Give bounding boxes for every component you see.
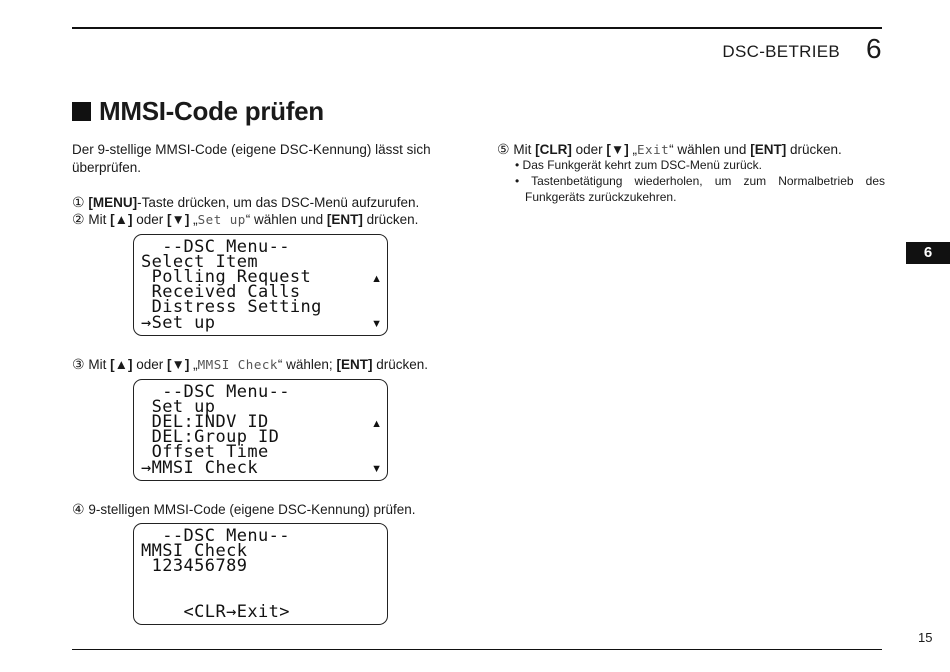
bottom-rule <box>72 649 882 650</box>
step-4: ④ 9-stelligen MMSI-Code (eigene DSC-Kenn… <box>72 500 472 519</box>
screen-2-line: Set up <box>141 397 216 417</box>
down-key: [▼] <box>167 212 190 227</box>
ent-key: [ENT] <box>750 142 787 157</box>
step-5-end: drücken. <box>789 142 842 157</box>
step-2-end: drücken. <box>366 212 419 227</box>
step-3-or: oder <box>136 357 164 372</box>
title-square-icon <box>72 102 91 121</box>
screen-2-line: Offset Time <box>141 442 269 462</box>
quote-open: „ <box>632 142 638 157</box>
page-title-row: MMSI-Code prüfen <box>72 96 324 127</box>
step-5-pre: Mit <box>513 142 532 157</box>
chapter-tab: 6 <box>906 242 950 264</box>
scroll-up-icon: ▲ <box>371 418 382 430</box>
chapter-number: 6 <box>866 33 882 64</box>
menu-key: [MENU] <box>88 195 138 210</box>
screen-1-line: Distress Setting <box>141 297 322 317</box>
screen-3-line: 123456789 <box>141 556 248 576</box>
step-2-pre: Mit <box>88 212 107 227</box>
ent-key: [ENT] <box>336 357 373 372</box>
scroll-up-icon: ▲ <box>371 273 382 285</box>
step-4-text: 9-stelligen MMSI-Code (eigene DSC-Kennun… <box>88 502 416 517</box>
screen-2-line: DEL:Group ID <box>141 427 280 447</box>
step-3: ③ Mit [▲] oder [▼] „MMSI Check“ wählen; … <box>72 355 472 374</box>
lcd-text-mmsi-check: MMSI Check <box>197 357 278 372</box>
bullet-2-continued: Funkgeräts zurückzukehren. <box>525 190 677 204</box>
lcd-screen-3: --DSC Menu-- MMSI Check 123456789 <CLR→E… <box>133 523 388 625</box>
step-4-number: ④ <box>72 501 85 517</box>
step-2: ② Mit [▲] oder [▼] „Set up“ wählen und [… <box>72 210 472 229</box>
step-2-select: “ wählen und <box>245 212 324 227</box>
screen-3-line: MMSI Check <box>141 541 248 561</box>
screen-2-line: →MMSI Check <box>141 458 258 478</box>
screen-1-line: →Set up <box>141 313 216 333</box>
step-5-or: oder <box>575 142 603 157</box>
quote-open: „ <box>193 357 198 372</box>
screen-1-line: Polling Request <box>141 267 312 287</box>
page-title: MMSI-Code prüfen <box>99 96 324 126</box>
step-5: ⑤ Mit [CLR] oder [▼] „Exit“ wählen und [… <box>497 140 887 159</box>
screen-1-line: Select Item <box>141 252 258 272</box>
screen-1-line: Received Calls <box>141 282 301 302</box>
bullet-2: • Tastenbetätigung wiederholen, um zum N… <box>515 174 885 188</box>
scroll-down-icon: ▼ <box>371 318 382 330</box>
screen-2-line: --DSC Menu-- <box>141 382 290 402</box>
down-key: [▼] <box>167 357 190 372</box>
step-1-number: ① <box>72 194 85 210</box>
step-1: ① [MENU]-Taste drücken, um das DSC-Menü … <box>72 193 472 212</box>
step-2-or: oder <box>136 212 164 227</box>
step-3-select: “ wählen; <box>277 357 333 372</box>
top-rule <box>72 27 882 29</box>
step-5-number: ⑤ <box>497 141 510 157</box>
step-1-text: -Taste drücken, um das DSC-Menü aufzuruf… <box>137 195 420 210</box>
screen-3-line: <CLR→Exit> <box>141 602 290 622</box>
screen-1-line: --DSC Menu-- <box>141 237 290 257</box>
lcd-text-exit: Exit <box>637 142 670 157</box>
section-header: DSC-BETRIEB <box>722 42 840 61</box>
step-2-number: ② <box>72 211 85 227</box>
step-5-select: “ wählen und <box>669 142 747 157</box>
step-3-end: drücken. <box>376 357 428 372</box>
step-3-pre: Mit <box>88 357 107 372</box>
up-key: [▲] <box>110 212 133 227</box>
intro-text: Der 9-stellige MMSI-Code (eigene DSC-Ken… <box>72 142 431 175</box>
screen-2-line: DEL:INDV ID <box>141 412 269 432</box>
bullet-1: • Das Funkgerät kehrt zum DSC-Menü zurüc… <box>515 158 762 172</box>
page-number: 15 <box>918 630 933 645</box>
lcd-screen-2: --DSC Menu-- Set up DEL:INDV ID DEL:Grou… <box>133 379 388 481</box>
step-3-number: ③ <box>72 356 85 372</box>
scroll-down-icon: ▼ <box>371 463 382 475</box>
screen-3-line: --DSC Menu-- <box>141 526 290 546</box>
ent-key: [ENT] <box>326 212 363 227</box>
lcd-screen-1: --DSC Menu-- Select Item Polling Request… <box>133 234 388 336</box>
clr-key: [CLR] <box>535 142 572 157</box>
down-key: [▼] <box>606 142 629 157</box>
quote-open: „ <box>193 212 198 227</box>
up-key: [▲] <box>110 357 133 372</box>
lcd-text-set-up: Set up <box>197 212 246 227</box>
